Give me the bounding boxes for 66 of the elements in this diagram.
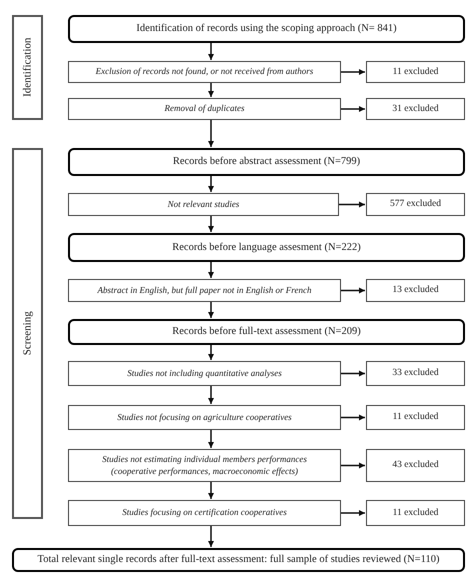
box-text: 11 excluded — [392, 66, 438, 79]
box-text: Records before language assesment (N=222) — [172, 240, 361, 254]
box-text: 13 excluded — [392, 284, 439, 298]
arrow — [208, 430, 214, 448]
arrow — [208, 386, 214, 404]
arrow — [208, 302, 214, 318]
process-box — [68, 233, 465, 262]
box-text: Exclusion of records not found, or not received from authors — [94, 66, 314, 78]
arrow — [208, 262, 214, 278]
excluded-box — [366, 361, 465, 386]
box-text: 11 excluded — [392, 506, 438, 520]
arrow — [339, 202, 365, 208]
box-text: Abstract in English, but full paper not in English or French — [96, 284, 312, 296]
box-text: Records before full-text assessment (N=209) — [172, 325, 361, 339]
arrow — [341, 510, 365, 516]
arrow — [208, 345, 214, 360]
arrow — [208, 83, 214, 97]
arrow — [208, 120, 214, 147]
criteria-box — [68, 449, 341, 482]
box-text: Studies not estimating individual members performances (cooperative performances, macroeconomic effects) — [101, 454, 308, 477]
criteria-box — [68, 361, 341, 386]
excluded-box — [366, 98, 465, 120]
excluded-box — [366, 500, 465, 526]
process-box — [68, 15, 465, 43]
excluded-box — [366, 449, 465, 482]
box-text: Studies not focusing on agriculture cooperatives — [116, 412, 293, 424]
box-text: Studies not including quantitative analyses — [126, 368, 283, 380]
box-text: Not relevant studies — [166, 198, 240, 210]
arrow — [341, 69, 365, 75]
criteria-box — [68, 500, 341, 526]
phase-box — [12, 15, 43, 120]
arrow — [208, 216, 214, 232]
arrow — [208, 43, 214, 60]
box-text: 577 excluded — [390, 198, 441, 212]
criteria-box — [68, 61, 341, 83]
box-text: Identification — [20, 38, 34, 98]
box-text: 11 excluded — [392, 411, 438, 424]
box-text: Screening — [20, 312, 34, 356]
arrow — [208, 526, 214, 547]
box-text: Identification of records using the scoping approach (N= 841) — [136, 22, 397, 36]
process-box — [68, 319, 465, 345]
criteria-box — [68, 98, 341, 120]
excluded-box — [366, 61, 465, 83]
excluded-box — [366, 279, 465, 302]
arrow — [208, 176, 214, 192]
arrow — [341, 288, 365, 294]
arrow — [341, 414, 365, 420]
box-text: 43 excluded — [392, 459, 439, 472]
arrow — [341, 462, 365, 468]
arrow — [208, 482, 214, 499]
process-box — [12, 548, 465, 572]
box-text: 33 excluded — [392, 367, 439, 380]
box-text: Records before abstract assessment (N=799) — [172, 155, 360, 169]
box-text: Removal of duplicates — [164, 103, 246, 115]
excluded-box — [366, 405, 465, 430]
arrow — [341, 370, 365, 376]
excluded-box — [366, 193, 465, 216]
phase-box — [12, 148, 43, 519]
box-text: Total relevant single records after full-text assessment: full sample of studies reviewed (N=110) — [38, 553, 440, 567]
box-text: Studies focusing on certification cooperatives — [121, 507, 288, 519]
criteria-box — [68, 279, 341, 302]
process-box — [68, 148, 465, 176]
box-text: 31 excluded — [392, 102, 439, 116]
arrow — [341, 106, 365, 112]
criteria-box — [68, 405, 341, 430]
criteria-box — [68, 193, 339, 216]
